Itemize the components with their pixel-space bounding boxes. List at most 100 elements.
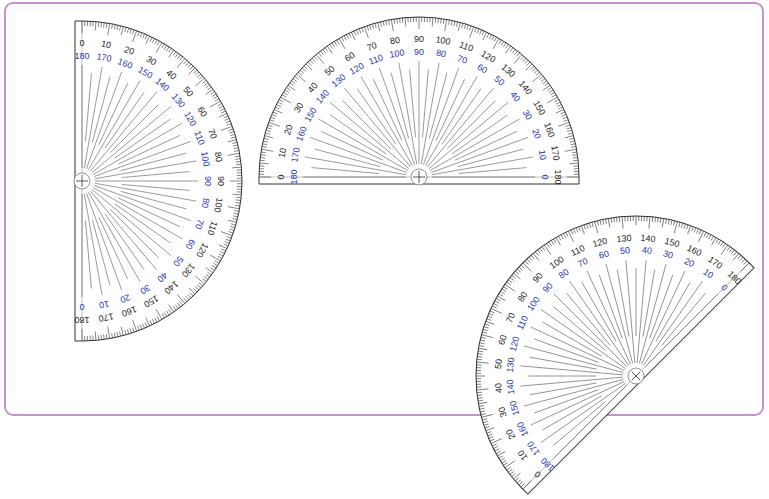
tick (325, 48, 328, 52)
tick (265, 133, 270, 134)
tick (479, 404, 484, 409)
tick (733, 252, 737, 256)
tick (477, 29, 479, 34)
scale-number: 30 (497, 406, 508, 418)
tick (435, 18, 437, 23)
radial-line (570, 264, 669, 363)
tick (529, 257, 533, 261)
tick (220, 251, 224, 253)
tick (399, 18, 401, 23)
tick (235, 205, 240, 207)
radial-line (92, 189, 171, 255)
tick (642, 216, 647, 221)
radial-line (82, 194, 83, 297)
tick (617, 217, 622, 222)
tick (506, 44, 509, 48)
tick (162, 44, 165, 48)
tick (664, 219, 669, 224)
tick (228, 207, 240, 209)
tick (464, 24, 465, 29)
tick (388, 20, 390, 25)
tick (236, 164, 241, 166)
radial-line (319, 119, 408, 171)
tick (508, 469, 512, 473)
tick (263, 141, 268, 142)
tick (519, 482, 523, 486)
tick (519, 267, 523, 271)
tick (195, 287, 199, 290)
tick (574, 171, 579, 172)
tick (666, 219, 671, 224)
tick (177, 55, 180, 59)
tick (195, 72, 199, 75)
tick (349, 33, 351, 38)
tick (479, 341, 484, 346)
radial-line (562, 293, 614, 345)
tick (197, 285, 201, 288)
tick (503, 286, 507, 290)
radial-line (629, 275, 693, 339)
radial-line (118, 198, 180, 227)
radial-line (84, 67, 102, 168)
tick (188, 294, 191, 298)
scale-number: 0 (277, 174, 286, 179)
tick (573, 157, 578, 159)
scale-number: 80 (213, 151, 224, 162)
tick (617, 217, 629, 229)
tick (523, 58, 526, 62)
tick (742, 259, 746, 263)
tick (571, 146, 576, 148)
tick (512, 49, 515, 53)
scale-number: 10 (98, 299, 109, 310)
radial-line (343, 101, 391, 149)
scale-number: 180 (74, 52, 89, 61)
tick (488, 433, 493, 438)
tick (220, 108, 224, 110)
tick (146, 36, 150, 44)
radial-line (85, 221, 91, 289)
tick (557, 236, 561, 240)
tick (514, 51, 517, 55)
protractor (74, 21, 242, 341)
tick (295, 76, 299, 79)
tick (514, 54, 522, 63)
tick (565, 136, 574, 138)
radial-line (554, 385, 627, 458)
tick (733, 253, 740, 260)
tick (259, 168, 264, 169)
scale-number: 180 (290, 169, 299, 184)
tick (685, 225, 690, 230)
radial-line (89, 192, 141, 281)
tick (237, 175, 242, 176)
tick (501, 41, 504, 45)
tick (477, 383, 489, 395)
tick (224, 116, 229, 118)
tick (259, 171, 264, 172)
tick (218, 103, 222, 105)
tick (236, 197, 241, 199)
tick (563, 117, 568, 119)
tick (175, 53, 178, 57)
tick (567, 177, 579, 178)
tick (482, 31, 484, 36)
radial-line (542, 384, 601, 443)
tick (304, 66, 308, 69)
tick (120, 331, 121, 336)
tick (710, 237, 718, 245)
tick (229, 129, 234, 131)
tick (497, 450, 505, 458)
tick (230, 181, 242, 182)
tick (228, 220, 237, 222)
tick (558, 122, 569, 126)
tick (108, 327, 110, 339)
scale-number: 10 (278, 147, 289, 158)
tick (502, 288, 506, 292)
tick (177, 303, 180, 307)
tick (457, 22, 458, 27)
tick (180, 57, 183, 61)
tick (146, 318, 150, 326)
tick (493, 445, 497, 449)
tick (523, 263, 531, 271)
tick (402, 18, 404, 23)
center-cross (413, 171, 425, 183)
